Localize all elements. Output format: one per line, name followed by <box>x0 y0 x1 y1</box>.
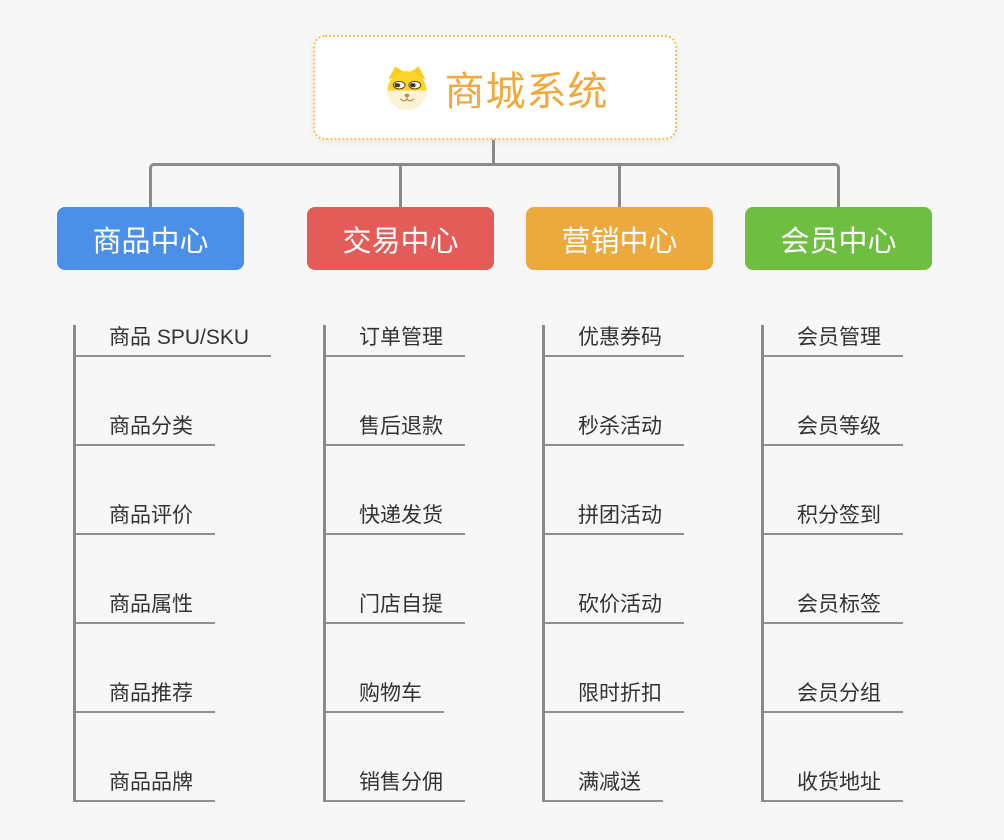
branch-column-member-center: 会员中心 会员管理 会员等级 积分签到 会员标签 会员分组 收货地址 <box>745 207 932 802</box>
branch-node-product-center[interactable]: 商品中心 <box>57 207 244 270</box>
child-node[interactable]: 砍价活动 <box>545 592 684 624</box>
branch-connector-drop-3 <box>618 166 621 209</box>
child-node[interactable]: 会员标签 <box>764 592 903 624</box>
child-node[interactable]: 快递发货 <box>326 503 465 535</box>
root-node-mall-system[interactable]: 商城系统 <box>313 35 677 140</box>
branch-children-list: 订单管理 售后退款 快递发货 门店自提 购物车 销售分佣 <box>323 325 465 802</box>
child-node[interactable]: 商品 SPU/SKU <box>76 325 272 357</box>
child-node[interactable]: 优惠券码 <box>545 325 684 357</box>
child-node[interactable]: 商品分类 <box>76 414 215 446</box>
child-node[interactable]: 收货地址 <box>764 770 903 802</box>
child-node[interactable]: 订单管理 <box>326 325 465 357</box>
branch-connector-bus <box>149 163 840 209</box>
branch-children-list: 商品 SPU/SKU 商品分类 商品评价 商品属性 商品推荐 商品品牌 <box>73 325 272 802</box>
branch-node-trade-center[interactable]: 交易中心 <box>307 207 494 270</box>
child-node[interactable]: 商品评价 <box>76 503 215 535</box>
child-node[interactable]: 限时折扣 <box>545 681 684 713</box>
child-node[interactable]: 销售分佣 <box>326 770 465 802</box>
child-node[interactable]: 会员等级 <box>764 414 903 446</box>
branch-node-label: 营销中心 <box>561 225 678 258</box>
branch-node-marketing-center[interactable]: 营销中心 <box>526 207 713 270</box>
branch-connector-drop-2 <box>399 166 402 209</box>
child-node[interactable]: 售后退款 <box>326 414 465 446</box>
branch-node-label: 商品中心 <box>92 225 209 258</box>
root-connector-stem <box>492 138 495 164</box>
branch-children-list: 会员管理 会员等级 积分签到 会员标签 会员分组 收货地址 <box>761 325 903 802</box>
branch-column-marketing-center: 营销中心 优惠券码 秒杀活动 拼团活动 砍价活动 限时折扣 满减送 <box>526 207 713 802</box>
child-node[interactable]: 商品属性 <box>76 592 215 624</box>
child-node[interactable]: 满减送 <box>545 770 663 802</box>
branch-children-list: 优惠券码 秒杀活动 拼团活动 砍价活动 限时折扣 满减送 <box>542 325 684 802</box>
child-node[interactable]: 会员分组 <box>764 681 903 713</box>
child-node[interactable]: 会员管理 <box>764 325 903 357</box>
root-node-title: 商城系统 <box>444 69 609 114</box>
dog-face-icon <box>382 64 432 111</box>
branch-column-product-center: 商品中心 商品 SPU/SKU 商品分类 商品评价 商品属性 商品推荐 商品品牌 <box>57 207 272 802</box>
child-node[interactable]: 商品推荐 <box>76 681 215 713</box>
branch-column-trade-center: 交易中心 订单管理 售后退款 快递发货 门店自提 购物车 销售分佣 <box>307 207 494 802</box>
child-node[interactable]: 秒杀活动 <box>545 414 684 446</box>
child-node[interactable]: 拼团活动 <box>545 503 684 535</box>
branch-node-label: 交易中心 <box>342 225 459 258</box>
child-node[interactable]: 门店自提 <box>326 592 465 624</box>
child-node[interactable]: 积分签到 <box>764 503 903 535</box>
branch-node-member-center[interactable]: 会员中心 <box>745 207 932 270</box>
child-node[interactable]: 购物车 <box>326 681 444 713</box>
child-node[interactable]: 商品品牌 <box>76 770 215 802</box>
branch-node-label: 会员中心 <box>780 225 897 258</box>
